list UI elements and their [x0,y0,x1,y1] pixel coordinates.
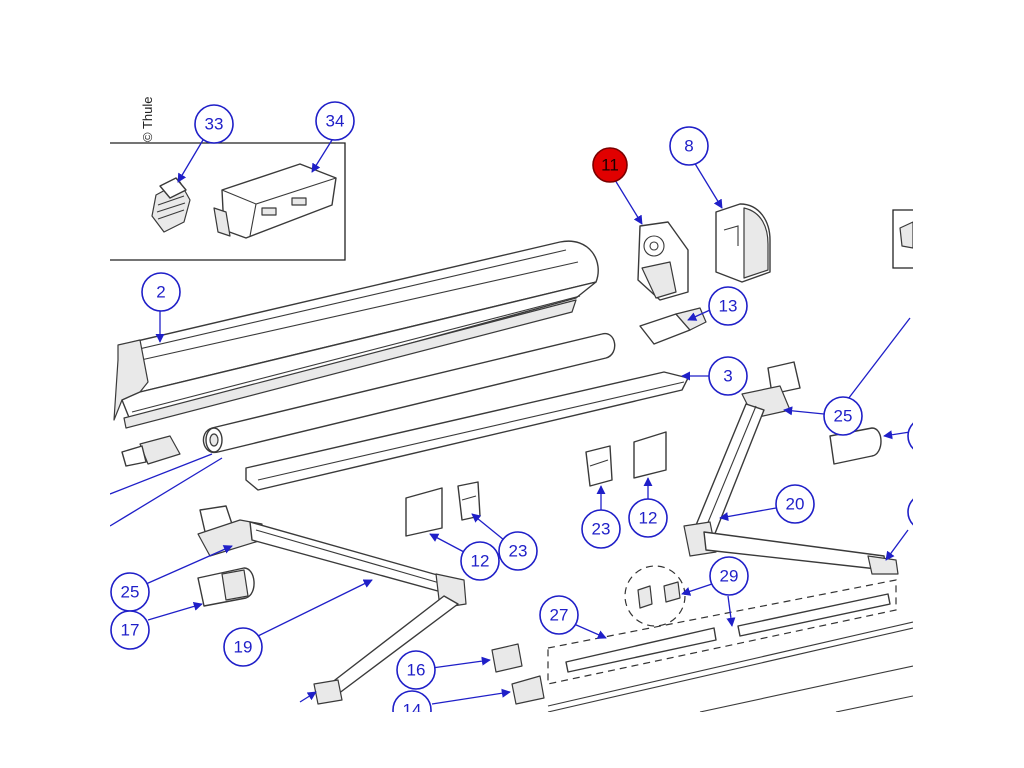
svg-text:20: 20 [786,495,805,514]
svg-text:25: 25 [834,407,853,426]
part-12-bracket-a [405,487,443,537]
callout-12-left: 12 [460,541,500,581]
svg-text:12: 12 [471,552,490,571]
bottom-rail [547,621,913,712]
callout-34: 34 [315,101,355,141]
part-34-control-box [213,163,337,239]
svg-text:16: 16 [407,661,426,680]
svg-text:23: 23 [592,520,611,539]
inset-frame [110,142,346,261]
callout-16: 16 [396,650,436,690]
svg-text:11: 11 [601,156,619,175]
svg-text:29: 29 [720,567,739,586]
callout-partial-right-b [907,498,913,526]
callout-3: 3 [708,356,748,396]
callout-29: 29 [709,556,749,596]
callout-8: 8 [669,126,709,166]
callout-13: 13 [708,286,748,326]
part-8-end-cap [715,203,771,283]
svg-text:2: 2 [156,283,165,302]
callout-partial-right-a [907,422,913,450]
svg-text:17: 17 [121,621,140,640]
part-left-end-plug [121,435,181,467]
part-13-motor-plug [639,307,707,345]
svg-text:33: 33 [205,115,224,134]
callout-23-right: 23 [581,509,621,549]
callout-33: 33 [194,104,234,144]
part-2-cassette [113,240,599,429]
right-inset-frame [892,209,913,269]
callout-27: 27 [539,595,579,635]
part-16-clamp [491,643,523,673]
callout-12-right: 12 [628,498,668,538]
callout-17: 17 [110,610,150,650]
part-12-bracket-b [633,431,667,479]
svg-text:13: 13 [719,297,738,316]
part-arm-cap-right [829,427,882,465]
part-3-roller-tube [202,333,616,453]
part-20-right-arm [683,361,899,575]
callout-25-right: 25 [823,396,863,436]
part-29-connector-detail [624,565,686,627]
svg-text:23: 23 [509,542,528,561]
svg-text:19: 19 [234,638,253,657]
svg-text:3: 3 [723,367,732,386]
part-14-clamp [511,675,545,705]
callout-19: 19 [223,627,263,667]
part-11-drive-unit [637,221,689,301]
svg-text:25: 25 [121,583,140,602]
svg-text:12: 12 [639,509,658,528]
part-19-left-arm [197,505,467,705]
part-3-front-profile [245,371,689,491]
copyright-text: © Thule [140,97,155,142]
svg-text:14: 14 [403,701,422,720]
callout-2: 2 [141,272,181,312]
callout-11: 11 [592,147,628,183]
part-33-connector [151,177,191,233]
part-23-clip-b [585,445,613,487]
svg-text:34: 34 [326,112,345,131]
callout-25-left: 25 [110,572,150,612]
part-23-clip-a [457,481,481,521]
svg-text:27: 27 [550,606,569,625]
svg-text:8: 8 [684,137,693,156]
callout-20: 20 [775,484,815,524]
callout-14: 14 [392,690,432,720]
part-17-arm-cap [197,567,255,607]
part-27-tension-rods [547,579,897,685]
callout-23-left: 23 [498,531,538,571]
